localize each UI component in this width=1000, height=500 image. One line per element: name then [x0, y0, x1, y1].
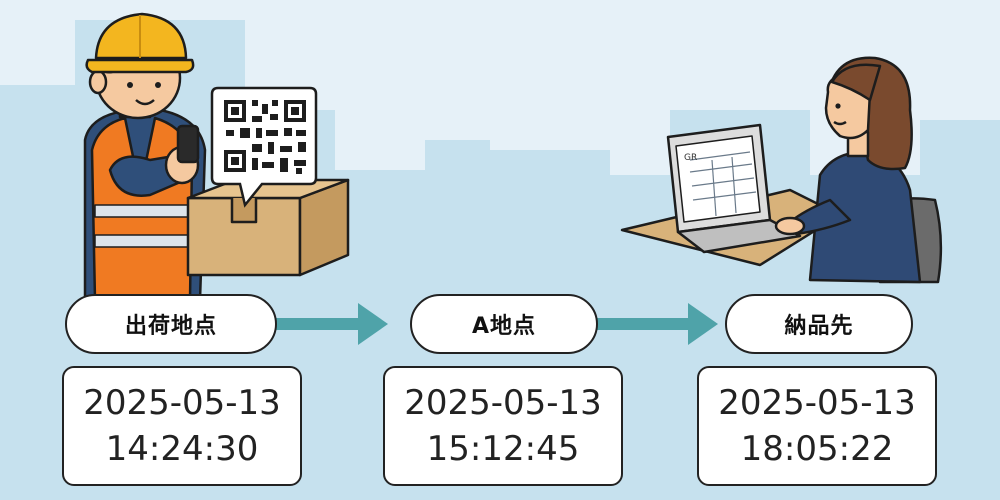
timestamp-date: 2025-05-13	[718, 383, 916, 423]
qr-code-icon	[224, 100, 306, 174]
flow-arrow-1	[275, 303, 388, 345]
stage-label-point-a: A地点	[410, 294, 598, 354]
qr-code-tag	[210, 86, 318, 208]
timestamp-box-point-a: 2025-05-13 15:12:45	[383, 366, 623, 486]
stage-label-delivery-destination: 納品先	[725, 294, 913, 354]
timestamp-date: 2025-05-13	[83, 383, 281, 423]
spreadsheet-lines	[689, 151, 757, 217]
timestamp-date: 2025-05-13	[404, 383, 602, 423]
cardboard-box	[186, 178, 350, 277]
timestamp-time: 15:12:45	[426, 429, 580, 469]
timestamp-box-shipping-point: 2025-05-13 14:24:30	[62, 366, 302, 486]
laptop-screen-text: GR	[684, 153, 697, 163]
flow-arrow-2	[597, 303, 718, 345]
timestamp-time: 18:05:22	[740, 429, 894, 469]
stage-label-shipping-point: 出荷地点	[65, 294, 277, 354]
timestamp-time: 14:24:30	[105, 429, 259, 469]
office-worker-illustration	[620, 56, 943, 284]
timestamp-box-delivery-destination: 2025-05-13 18:05:22	[697, 366, 937, 486]
worker-illustration	[83, 12, 207, 302]
